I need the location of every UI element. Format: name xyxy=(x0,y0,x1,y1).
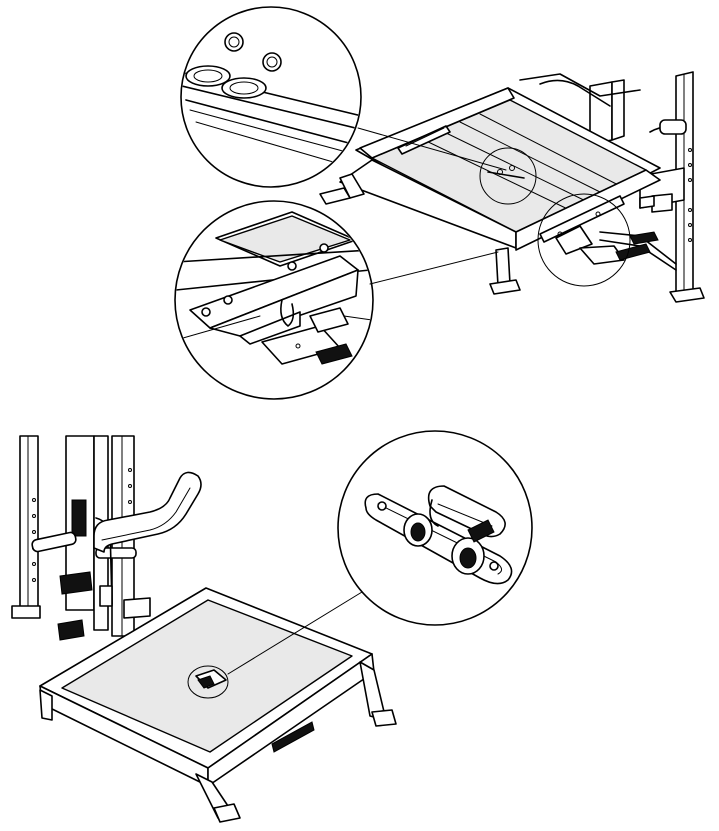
top-pulleys xyxy=(487,165,525,179)
bottom-assembly xyxy=(11,435,397,823)
pulley-plate xyxy=(187,665,229,699)
top-assembly xyxy=(319,71,705,303)
bottom-platform xyxy=(39,587,397,823)
brand-plate xyxy=(271,721,315,753)
handle xyxy=(93,471,202,553)
bracket-detail-callout xyxy=(174,193,631,400)
bolt-detail-callout xyxy=(180,6,537,205)
pulley-plate-detail-callout xyxy=(227,430,533,675)
top-legs xyxy=(319,173,655,295)
top-platform xyxy=(339,87,661,251)
top-bracket xyxy=(539,195,677,271)
